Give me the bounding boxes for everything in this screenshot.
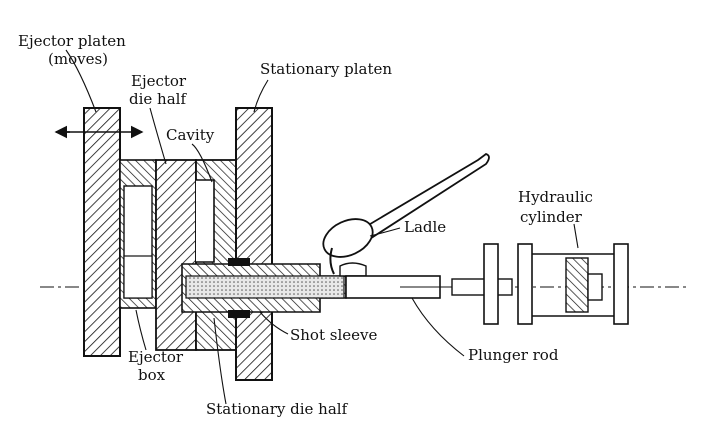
shot-sleeve [181,258,367,318]
label-plunger-rod: Plunger rod [468,346,559,364]
ejector-box [119,159,157,309]
label-moves: (moves) [48,50,108,68]
label-cavity: Cavity [166,126,215,144]
label-cylinder: cylinder [520,208,583,226]
label-ejector: Ejector [131,72,187,90]
hydraulic-cylinder [483,243,629,325]
leader-lines [65,49,579,405]
stationary-die-half [195,159,237,351]
ejector-die-half [155,159,197,351]
label-ejector-box-1: Ejector [128,348,184,366]
label-shot-sleeve: Shot sleeve [290,326,377,344]
ejector-platen [83,107,121,357]
label-hydraulic: Hydraulic [518,188,593,206]
label-stationary-die-half: Stationary die half [206,400,349,418]
label-die-half: die half [129,90,187,108]
label-ejector-platen: Ejector platen [18,32,126,50]
ladle [322,152,490,275]
label-ladle: Ladle [404,218,446,236]
label-ejector-box-2: box [138,366,166,384]
stationary-platen [235,107,273,381]
label-stationary-platen: Stationary platen [260,60,392,78]
